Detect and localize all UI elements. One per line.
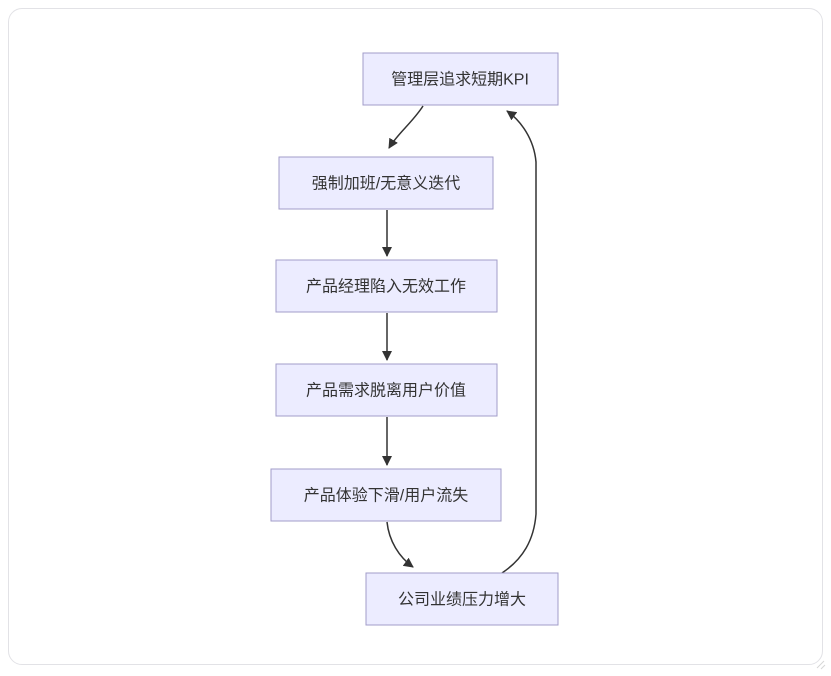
node-short-term-kpi-label: 管理层追求短期KPI — [391, 71, 529, 89]
node-detached-needs-box — [275, 363, 498, 417]
node-user-churn: 产品体验下滑/用户流失 — [270, 468, 502, 522]
edge-user-churn-to-pressure — [386, 521, 414, 568]
node-short-term-kpi: 管理层追求短期KPI — [362, 52, 559, 106]
node-detached-needs: 产品需求脱离用户价值 — [275, 363, 498, 417]
node-ineffective-work: 产品经理陷入无效工作 — [275, 259, 498, 313]
node-forced-overtime: 强制加班/无意义迭代 — [278, 156, 494, 210]
node-company-pressure-box — [365, 572, 559, 626]
node-user-churn-label: 产品体验下滑/用户流失 — [304, 487, 468, 505]
resize-grip-icon[interactable] — [816, 660, 826, 670]
edges — [382, 105, 537, 574]
node-company-pressure: 公司业绩压力增大 — [365, 572, 559, 626]
node-short-term-kpi-box — [362, 52, 559, 106]
node-user-churn-box — [270, 468, 502, 522]
node-ineffective-work-label: 产品经理陷入无效工作 — [306, 278, 466, 296]
node-forced-overtime-box — [278, 156, 494, 210]
node-ineffective-work-box — [275, 259, 498, 313]
node-detached-needs-label: 产品需求脱离用户价值 — [306, 382, 466, 400]
node-forced-overtime-label: 强制加班/无意义迭代 — [312, 174, 460, 193]
edge-kpi-to-overtime — [388, 105, 424, 149]
edge-pressure-back-to-kpi — [501, 110, 537, 574]
node-company-pressure-label: 公司业绩压力增大 — [398, 591, 526, 609]
diagram-card — [8, 8, 823, 665]
